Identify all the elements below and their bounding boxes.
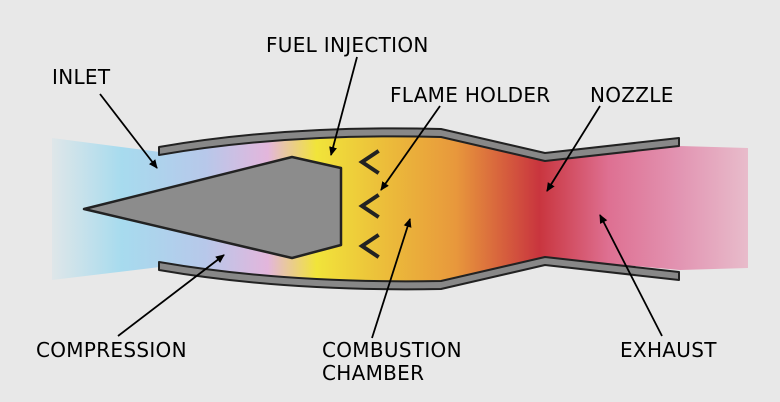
label-flame-holder: FLAME HOLDER — [390, 83, 551, 107]
combustion-chamber-arrow — [371, 218, 412, 339]
label-chamber: CHAMBER — [322, 361, 425, 385]
exhaust-arrow — [599, 214, 663, 337]
label-fuel-injection: FUEL INJECTION — [266, 33, 429, 57]
bottom-casing — [158, 256, 680, 291]
inlet-arrow — [99, 93, 158, 169]
compression-arrow — [117, 254, 225, 337]
nozzle-arrow — [546, 105, 601, 192]
label-exhaust: EXHAUST — [620, 338, 717, 362]
fuel-injection-arrow — [329, 56, 358, 156]
label-compression: COMPRESSION — [36, 338, 187, 362]
flame-holder-chevrons — [358, 149, 380, 259]
flame-holder-arrow — [380, 105, 441, 191]
label-combustion: COMBUSTION — [322, 338, 462, 362]
top-casing — [158, 127, 680, 162]
label-inlet: INLET — [52, 65, 111, 89]
label-nozzle: NOZZLE — [590, 83, 674, 107]
inlet-cone — [82, 155, 343, 260]
